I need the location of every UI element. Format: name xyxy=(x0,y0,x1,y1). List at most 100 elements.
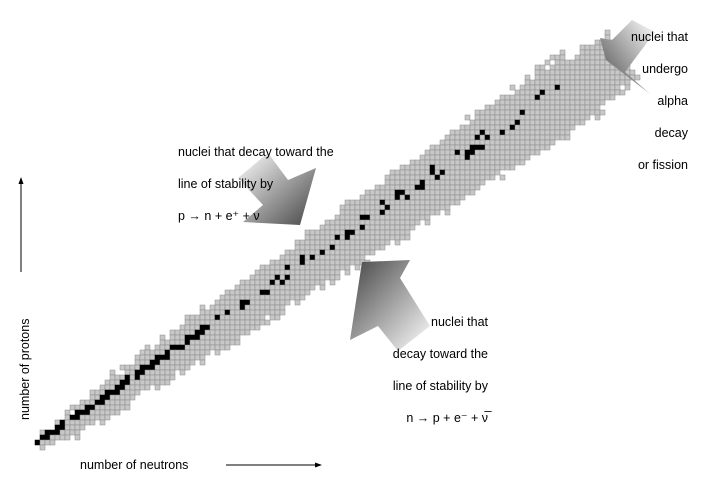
unstable-nuclide-cell xyxy=(154,384,161,391)
unstable-nuclide-cell xyxy=(549,99,556,106)
unstable-nuclide-cell xyxy=(494,169,501,176)
unstable-nuclide-cell xyxy=(389,204,396,211)
stable-nuclide-cell xyxy=(429,169,436,176)
unstable-nuclide-cell xyxy=(224,344,231,351)
unstable-nuclide-cell xyxy=(244,304,251,311)
unstable-nuclide-cell xyxy=(454,134,461,141)
unstable-nuclide-cell xyxy=(234,314,241,321)
unstable-nuclide-cell xyxy=(409,169,416,176)
unstable-nuclide-cell xyxy=(484,104,491,111)
unstable-nuclide-cell xyxy=(259,314,266,321)
stable-nuclide-cell xyxy=(34,439,41,446)
label-line: nuclei that xyxy=(631,30,688,44)
unstable-nuclide-cell xyxy=(399,219,406,226)
unstable-nuclide-cell xyxy=(329,254,336,261)
unstable-nuclide-cell xyxy=(274,289,281,296)
unstable-nuclide-cell xyxy=(434,204,441,211)
unstable-nuclide-cell xyxy=(529,89,536,96)
unstable-nuclide-cell xyxy=(404,204,411,211)
unstable-nuclide-cell xyxy=(414,174,421,181)
unstable-nuclide-cell xyxy=(204,349,211,356)
unstable-nuclide-cell xyxy=(399,209,406,216)
unstable-nuclide-cell xyxy=(319,264,326,271)
unstable-nuclide-cell xyxy=(509,109,516,116)
unstable-nuclide-cell xyxy=(349,239,356,246)
unstable-nuclide-cell xyxy=(544,59,551,66)
unstable-nuclide-cell xyxy=(164,344,171,351)
unstable-nuclide-cell xyxy=(199,309,206,316)
unstable-nuclide-cell xyxy=(474,114,481,121)
unstable-nuclide-cell xyxy=(114,404,121,411)
unstable-nuclide-cell xyxy=(109,394,116,401)
unstable-nuclide-cell xyxy=(244,284,251,291)
unstable-nuclide-cell xyxy=(134,379,141,386)
unstable-nuclide-cell xyxy=(234,309,241,316)
unstable-nuclide-cell xyxy=(189,319,196,326)
unstable-nuclide-cell xyxy=(209,309,216,316)
stable-nuclide-cell xyxy=(59,419,66,426)
unstable-nuclide-cell xyxy=(469,169,476,176)
unstable-nuclide-cell xyxy=(489,144,496,151)
label-line: undergo xyxy=(642,62,688,76)
unstable-nuclide-cell xyxy=(239,324,246,331)
unstable-nuclide-cell xyxy=(234,294,241,301)
unstable-nuclide-cell xyxy=(109,409,116,416)
unstable-nuclide-cell xyxy=(274,279,281,286)
unstable-nuclide-cell xyxy=(244,324,251,331)
unstable-nuclide-cell xyxy=(139,384,146,391)
unstable-nuclide-cell xyxy=(439,184,446,191)
unstable-nuclide-cell xyxy=(574,109,581,116)
unstable-nuclide-cell xyxy=(399,164,406,171)
stable-nuclide-cell xyxy=(479,144,486,151)
unstable-nuclide-cell xyxy=(89,389,96,396)
unstable-nuclide-cell xyxy=(519,154,526,161)
unstable-nuclide-cell xyxy=(569,124,576,131)
unstable-nuclide-cell xyxy=(504,94,511,101)
unstable-nuclide-cell xyxy=(374,184,381,191)
unstable-nuclide-cell xyxy=(519,94,526,101)
unstable-nuclide-cell xyxy=(389,169,396,176)
stable-nuclide-cell xyxy=(514,119,521,126)
stable-nuclide-cell xyxy=(154,359,161,366)
unstable-nuclide-cell xyxy=(574,79,581,86)
unstable-nuclide-cell xyxy=(339,214,346,221)
unstable-nuclide-cell xyxy=(564,64,571,71)
stable-nuclide-cell xyxy=(474,144,481,151)
unstable-nuclide-cell xyxy=(509,129,516,136)
unstable-nuclide-cell xyxy=(424,154,431,161)
unstable-nuclide-cell xyxy=(424,169,431,176)
unstable-nuclide-cell xyxy=(294,294,301,301)
unstable-nuclide-cell xyxy=(249,319,256,326)
unstable-nuclide-cell xyxy=(124,399,131,406)
unstable-nuclide-cell xyxy=(304,284,311,291)
unstable-nuclide-cell xyxy=(239,319,246,326)
unstable-nuclide-cell xyxy=(169,369,176,376)
unstable-nuclide-cell xyxy=(504,149,511,156)
unstable-nuclide-cell xyxy=(539,74,546,81)
unstable-nuclide-cell xyxy=(514,154,521,161)
stable-nuclide-cell xyxy=(329,244,336,251)
unstable-nuclide-cell xyxy=(574,99,581,106)
unstable-nuclide-cell xyxy=(519,134,526,141)
unstable-nuclide-cell xyxy=(464,144,471,151)
unstable-nuclide-cell xyxy=(339,259,346,266)
unstable-nuclide-cell xyxy=(459,134,466,141)
unstable-nuclide-cell xyxy=(339,224,346,231)
unstable-nuclide-cell xyxy=(169,349,176,356)
unstable-nuclide-cell xyxy=(299,274,306,281)
unstable-nuclide-cell xyxy=(579,89,586,96)
unstable-nuclide-cell xyxy=(254,279,261,286)
unstable-nuclide-cell xyxy=(259,299,266,306)
unstable-nuclide-cell xyxy=(119,399,126,406)
stable-nuclide-cell xyxy=(44,434,51,441)
unstable-nuclide-cell xyxy=(509,119,516,126)
unstable-nuclide-cell xyxy=(334,219,341,226)
unstable-nuclide-cell xyxy=(129,394,136,401)
unstable-nuclide-cell xyxy=(109,404,116,411)
unstable-nuclide-cell xyxy=(559,64,566,71)
unstable-nuclide-cell xyxy=(189,359,196,366)
unstable-nuclide-cell xyxy=(559,59,566,66)
unstable-nuclide-cell xyxy=(264,304,271,311)
unstable-nuclide-cell xyxy=(204,319,211,326)
unstable-nuclide-cell xyxy=(529,124,536,131)
